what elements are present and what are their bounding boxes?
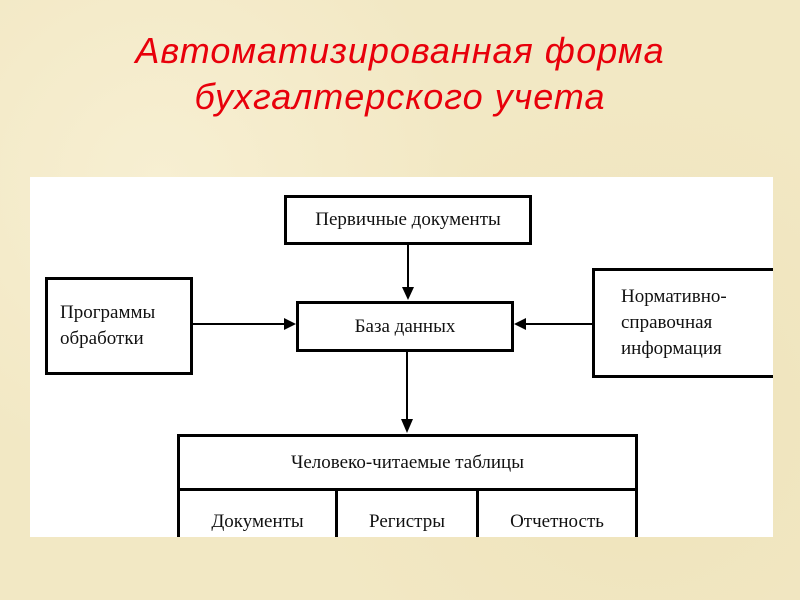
primary-documents-label: Первичные документы [315,209,501,230]
diagram-panel: Первичные документы Программы обработки Б… [30,177,773,537]
tables-column-reporting: Отчетность [479,491,635,537]
title-line-2: бухгалтерского учета [194,76,606,117]
title-line-1: Автоматизированная форма [135,30,665,71]
tables-column-registers: Регистры [338,491,479,537]
human-readable-tables-box: Человеко-читаемые таблицы Документы Реги… [177,434,638,537]
reference-line-3: информация [621,338,722,359]
programs-line-1: Программы [60,302,156,323]
slide-title: Автоматизированная форма бухгалтерского … [0,28,800,120]
tables-column-documents: Документы [180,491,338,537]
column-label: Регистры [369,511,445,532]
column-label: Документы [211,511,304,532]
reference-line-2: справочная [621,312,713,333]
reference-info-box: Нормативно-справочная информация [592,268,773,378]
tables-header: Человеко-читаемые таблицы [180,437,635,491]
primary-documents-box: Первичные документы [284,195,532,245]
column-label: Отчетность [510,511,604,532]
programs-line-2: обработки [60,328,144,349]
tables-header-label: Человеко-читаемые таблицы [291,451,524,473]
connector-arrows [193,244,592,433]
programs-box: Программы обработки [45,277,193,375]
database-label: База данных [354,315,456,337]
reference-line-1: Нормативно- [621,286,727,307]
database-box: База данных [296,301,514,352]
